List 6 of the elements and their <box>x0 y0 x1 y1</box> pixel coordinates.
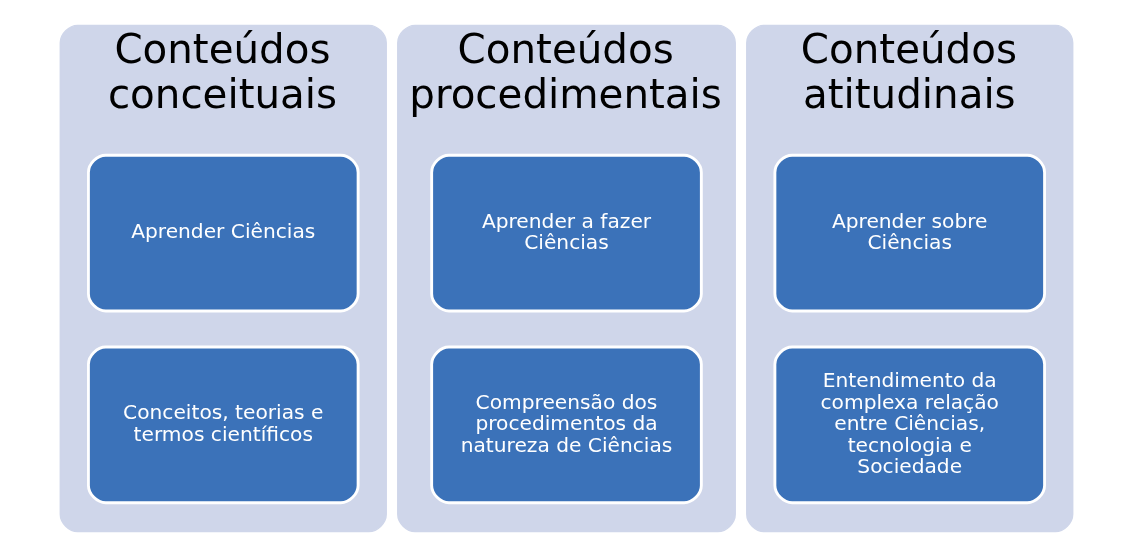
node-box: Entendimento da complexa relação entre Ciências, tecnologia e Sociedade <box>773 345 1046 505</box>
node-box: Aprender sobre Ciências <box>773 153 1046 313</box>
node-box: Conceitos, teorias e termos científicos <box>87 345 360 505</box>
node-box: Aprender a fazer Ciências <box>430 153 703 313</box>
node-box: Aprender Ciências <box>87 153 360 313</box>
node-box: Compreensão dos procedimentos da natureza de Ciências <box>430 345 703 505</box>
